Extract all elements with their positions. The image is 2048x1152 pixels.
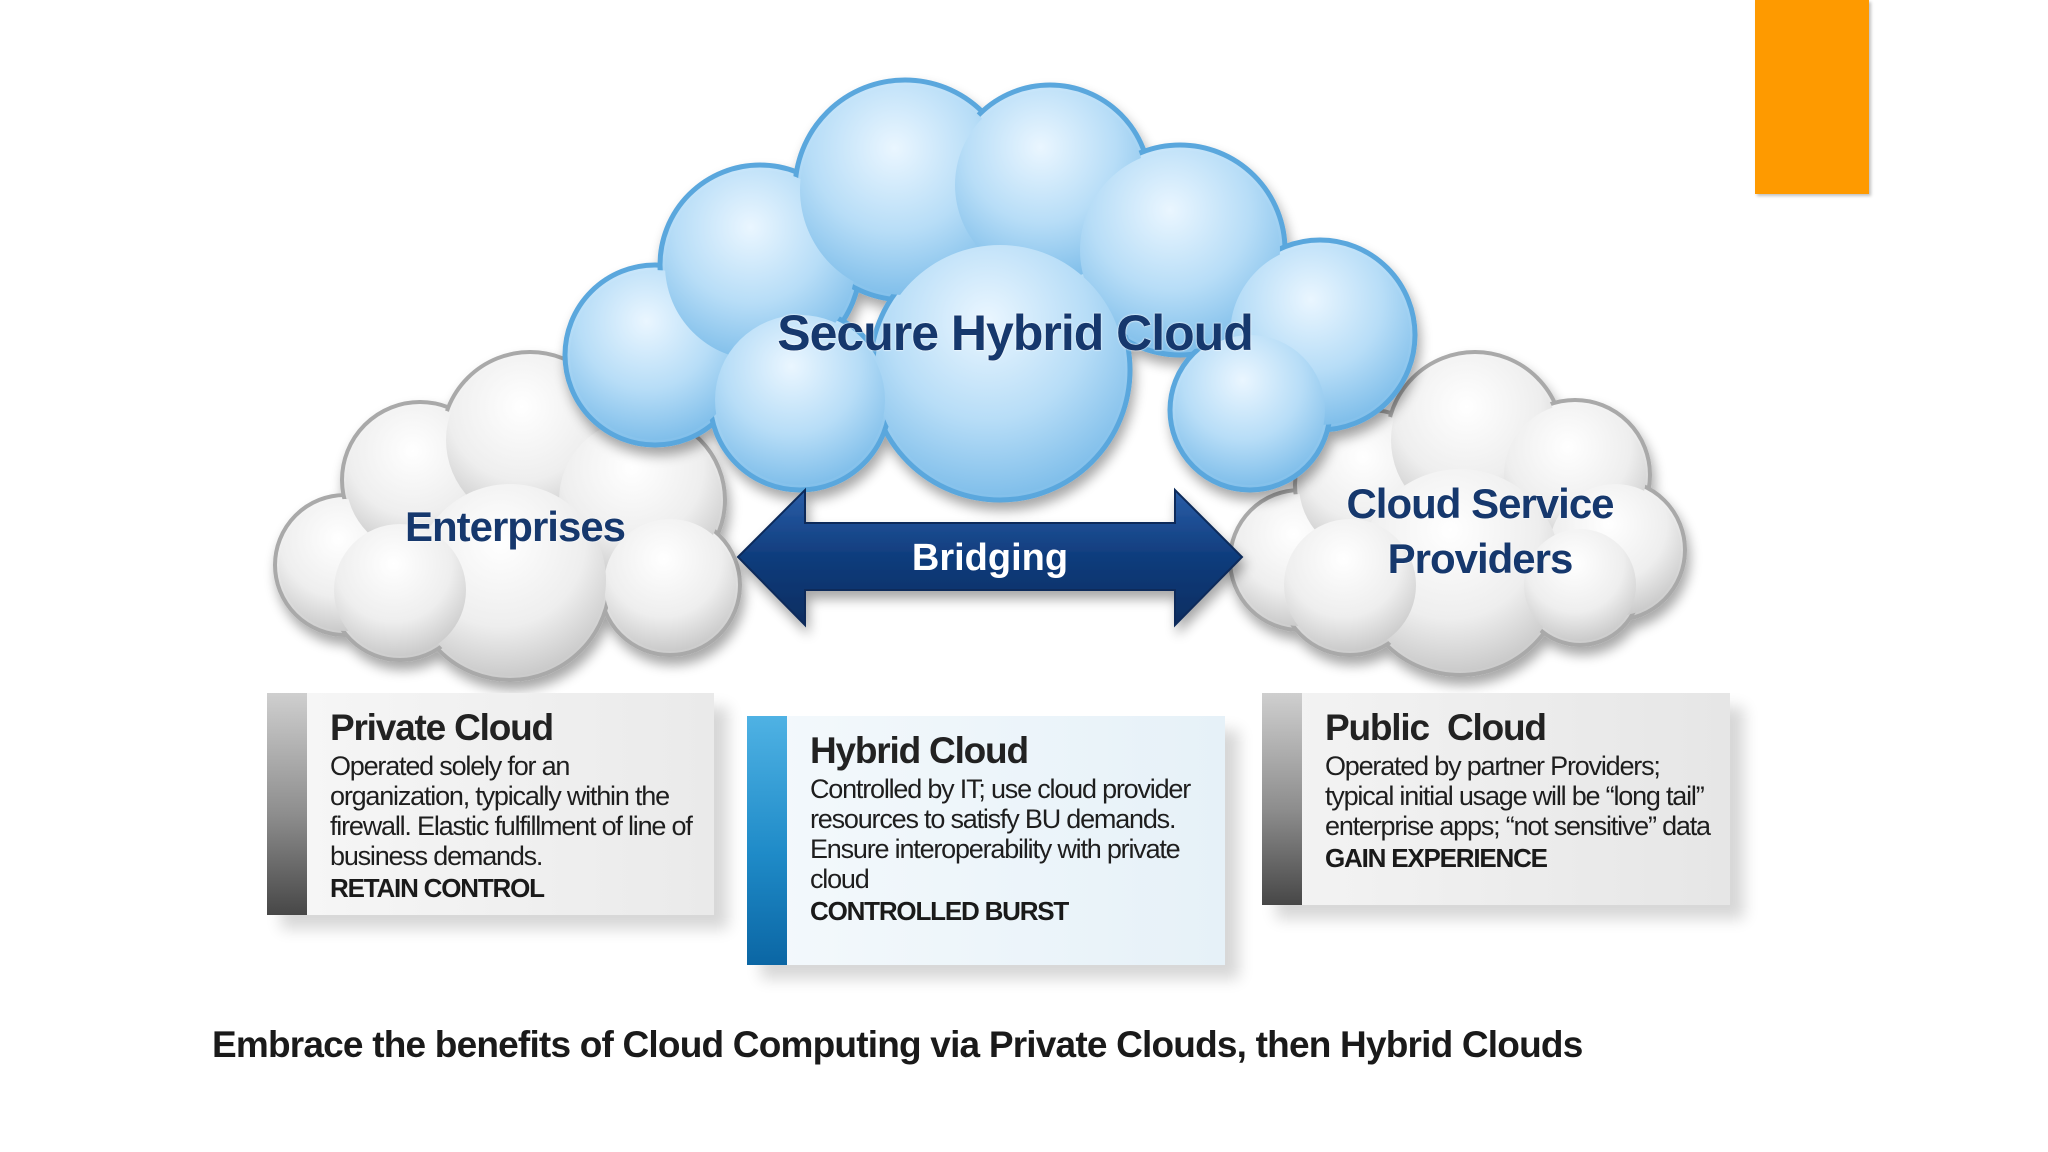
hybrid-cloud-tag: CONTROLLED BURST [810, 896, 1069, 926]
public-cloud-bar [1262, 693, 1302, 905]
cloud-service-providers-label-line2: Providers [1387, 535, 1574, 582]
public-cloud-title: Public Cloud [1325, 707, 1547, 748]
slide-caption: Embrace the benefits of Cloud Computing … [212, 1024, 1583, 1065]
hybrid-cloud-body: Hybrid Cloud Controlled by IT; use cloud… [810, 730, 1221, 928]
private-cloud-tag: RETAIN CONTROL [330, 873, 545, 903]
enterprises-label: Enterprises [404, 503, 626, 550]
hybrid-cloud-card: Hybrid Cloud Controlled by IT; use cloud… [747, 716, 1225, 965]
cloud-service-providers-label: Cloud Service Providers [1280, 476, 1680, 586]
private-cloud-body: Private Cloud Operated solely for an org… [330, 707, 710, 905]
private-cloud-description: Operated solely for an organization, typ… [330, 751, 693, 871]
orange-accent-block [1755, 0, 1869, 194]
cloud-service-providers-cloud [1228, 350, 1687, 677]
public-cloud-description: Operated by partner Providers; typical i… [1325, 751, 1711, 841]
cloud-service-providers-label-line1: Cloud Service [1346, 480, 1614, 527]
hybrid-cloud-description: Controlled by IT; use cloud provider res… [810, 774, 1191, 894]
public-cloud-tag: GAIN EXPERIENCE [1325, 843, 1548, 873]
public-cloud-body: Public Cloud Operated by partner Provide… [1325, 707, 1726, 875]
private-cloud-title: Private Cloud [330, 707, 554, 748]
hybrid-cloud-bar [747, 716, 787, 965]
hybrid-cloud-title: Hybrid Cloud [810, 730, 1029, 771]
enterprises-cloud [273, 350, 742, 682]
bridging-label: Bridging [911, 537, 1069, 579]
secure-hybrid-cloud [562, 77, 1418, 503]
public-cloud-card: Public Cloud Operated by partner Provide… [1262, 693, 1730, 905]
private-cloud-card: Private Cloud Operated solely for an org… [267, 693, 714, 915]
secure-hybrid-cloud-label: Secure Hybrid Cloud [777, 305, 1254, 361]
double-arrow-icon [736, 487, 1244, 628]
private-cloud-bar [267, 693, 307, 915]
